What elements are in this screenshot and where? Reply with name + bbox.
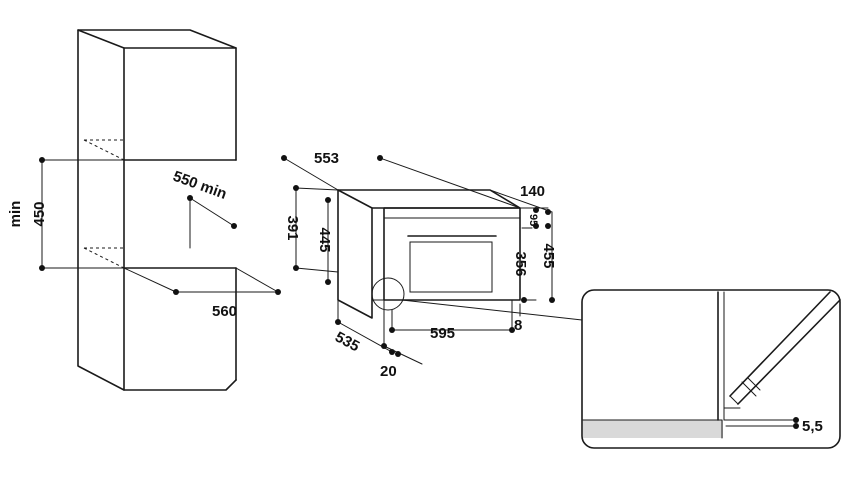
cabinet-depth-dimension: 550 min: [171, 168, 237, 229]
oven-front-height-dimension: 445: [316, 197, 333, 285]
cabinet-depth-label: 550 min: [171, 168, 229, 203]
oven-depth-total-label: 553: [314, 150, 339, 167]
oven-front-height-label: 445: [316, 227, 333, 252]
oven-height-total-label: 391: [284, 215, 301, 240]
oven-width-label: 595: [430, 325, 455, 342]
cabinet-height-dimension: 450 min: [7, 157, 125, 271]
oven-door-height-label: 356: [512, 251, 529, 276]
oven-top-offsets-dimension: 140 95: [489, 183, 553, 229]
oven-body-height-dimension: 455: [540, 211, 557, 303]
oven-height-total-dimension: 391: [284, 185, 339, 273]
oven-front-offset-dimension: 20: [380, 299, 423, 380]
oven-top-gap-label: 95: [527, 214, 539, 226]
cabinet-height-label: 450: [31, 201, 48, 226]
cabinet-drawing: [77, 29, 237, 391]
oven-front-offset-label: 20: [380, 363, 397, 380]
cabinet-height-unit: min: [7, 201, 24, 228]
oven-bottom-gap-dimension: 8: [514, 303, 522, 334]
detail-view: 5,5: [581, 289, 841, 449]
oven-top-offset-label: 140: [520, 183, 545, 200]
oven-door-height-dimension: 356: [512, 227, 537, 303]
oven-depth-total-dimension: 553: [281, 150, 521, 209]
oven-width-dimension: 595: [389, 299, 515, 342]
detail-gap-label: 5,5: [802, 418, 823, 435]
cabinet-width-label: 560: [212, 303, 237, 320]
oven-drawing: [337, 189, 521, 319]
oven-bottom-gap-label: 8: [514, 317, 522, 334]
cabinet-width-dimension: 560: [123, 267, 281, 320]
oven-body-height-label: 455: [540, 243, 557, 268]
detail-floor: [583, 420, 723, 438]
detail-connector: [401, 299, 583, 321]
